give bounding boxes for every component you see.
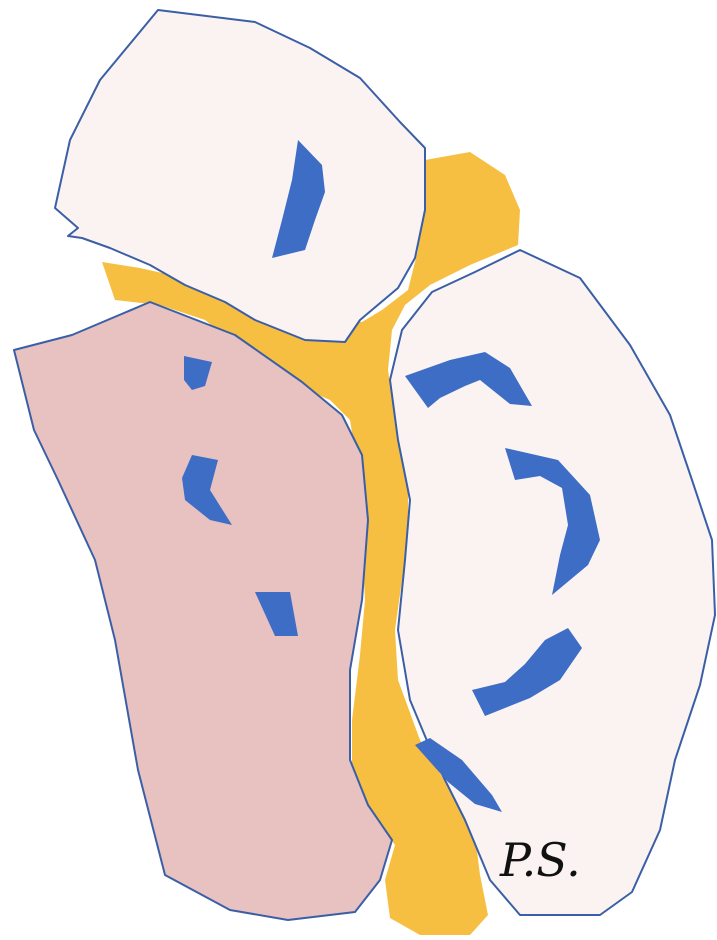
top-cell: [55, 10, 425, 342]
cell-label: P.S.: [499, 833, 581, 887]
